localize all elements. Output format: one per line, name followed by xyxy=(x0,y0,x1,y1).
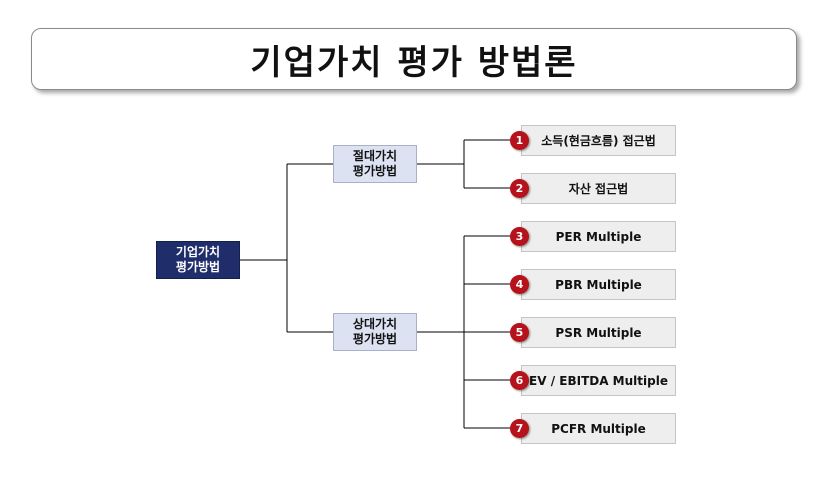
method-node-7: PCFR Multiple xyxy=(521,413,676,444)
branch-node-line-2: 평가방법 xyxy=(352,164,398,178)
number-badge: 6 xyxy=(510,371,529,390)
method-node-4: PBR Multiple xyxy=(521,269,676,300)
branch-node-line-2: 평가방법 xyxy=(352,332,398,346)
number-badge: 7 xyxy=(510,419,529,438)
branch-node-line-1: 상대가치 xyxy=(352,317,398,331)
method-node-2: 자산 접근법 xyxy=(521,173,676,204)
number-badge: 5 xyxy=(510,323,529,342)
root-node: 기업가치 평가방법 xyxy=(156,241,240,279)
number-badge: 4 xyxy=(510,275,529,294)
method-label: EV / EBITDA Multiple xyxy=(529,373,668,388)
method-label: PBR Multiple xyxy=(555,277,642,292)
root-node-line-2: 평가방법 xyxy=(175,260,221,274)
branch-node-relative: 상대가치 평가방법 xyxy=(333,313,417,351)
method-node-1: 소득(현금흐름) 접근법 xyxy=(521,125,676,156)
title-banner: 기업가치 평가 방법론 xyxy=(31,28,797,90)
method-label: PER Multiple xyxy=(555,229,642,244)
method-node-5: PSR Multiple xyxy=(521,317,676,348)
root-node-line-1: 기업가치 xyxy=(175,245,221,259)
method-label: PCFR Multiple xyxy=(551,421,646,436)
number-badge: 2 xyxy=(510,179,529,198)
method-node-6: EV / EBITDA Multiple xyxy=(521,365,676,396)
branch-node-line-1: 절대가치 xyxy=(352,149,398,163)
method-label: PSR Multiple xyxy=(555,325,642,340)
number-badge: 1 xyxy=(510,131,529,150)
method-label: 자산 접근법 xyxy=(568,182,629,196)
number-badge: 3 xyxy=(510,227,529,246)
page-title: 기업가치 평가 방법론 xyxy=(250,42,578,83)
method-node-3: PER Multiple xyxy=(521,221,676,252)
branch-node-absolute: 절대가치 평가방법 xyxy=(333,145,417,183)
method-label: 소득(현금흐름) 접근법 xyxy=(541,134,656,148)
